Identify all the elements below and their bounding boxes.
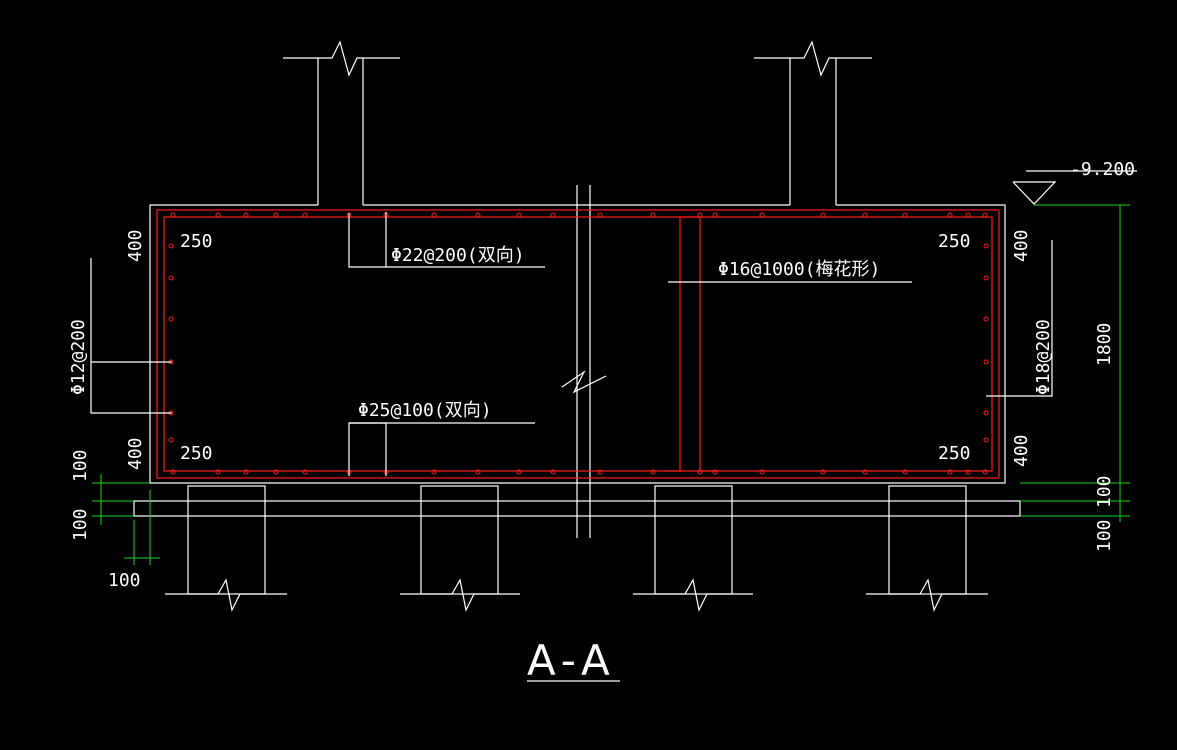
rebar-dot [273, 469, 279, 475]
rebar-dot [965, 212, 971, 218]
rebar-dot [597, 469, 603, 475]
rebar-dot [215, 469, 221, 475]
rebar-dot [947, 212, 953, 218]
rebar-dot [475, 469, 481, 475]
upper-column-right [754, 40, 872, 205]
rebar-dot [983, 359, 989, 365]
leaders [90, 170, 1137, 476]
rebar-dot [965, 469, 971, 475]
rebar-dot [820, 469, 826, 475]
rebar-dot [550, 469, 556, 475]
label-left-side-rebar: Φ12@200 [68, 319, 89, 395]
dim-right-100-a: 100 [1094, 475, 1115, 508]
cushion-layer [133, 500, 1021, 517]
rebar-dot [983, 316, 989, 322]
label-top-rebar: Φ22@200(双向) [391, 245, 525, 266]
dim-bottom-right-250: 250 [938, 443, 971, 464]
rebar-dot [168, 437, 174, 443]
label-bottom-rebar: Φ25@100(双向) [358, 400, 492, 421]
dim-bottom-left-400: 400 [125, 437, 146, 470]
rebar-dot [431, 212, 437, 218]
dim-left-100-b: 100 [70, 508, 91, 541]
rebar-dot [431, 469, 437, 475]
rebar-dot [550, 212, 556, 218]
pile-4 [866, 485, 988, 612]
rebar-dot [650, 212, 656, 218]
rebar-dot [902, 469, 908, 475]
section-title: A-A [527, 636, 616, 685]
rebar-dot [820, 212, 826, 218]
rebar-dot [862, 212, 868, 218]
rebar-dot [983, 410, 989, 416]
rebar-dot [475, 212, 481, 218]
rebar-dot [712, 212, 718, 218]
rebar-dot [302, 469, 308, 475]
dim-height-1800: 1800 [1094, 323, 1115, 366]
dim-left-100-c: 100 [108, 570, 141, 591]
rebar-dot [170, 469, 176, 475]
rebar-dot [516, 212, 522, 218]
rebar-dot [983, 437, 989, 443]
dim-bottom-left-250: 250 [180, 443, 213, 464]
dim-top-right-250: 250 [938, 231, 971, 252]
piles [165, 485, 988, 612]
rebar-dot [597, 212, 603, 218]
upper-column-left [283, 40, 400, 205]
label-tie-rebar: Φ16@1000(梅花形) [718, 259, 880, 280]
rebar-dot [697, 212, 703, 218]
rebar-dot [168, 243, 174, 249]
pile-1 [165, 485, 287, 612]
dim-left-100-a: 100 [70, 449, 91, 482]
rebar-dot [516, 469, 522, 475]
rebar-dot [273, 212, 279, 218]
pile-3 [633, 485, 753, 612]
rebar-dot [697, 469, 703, 475]
rebar-dot [983, 243, 989, 249]
rebar-dot [168, 316, 174, 322]
rebar-dots [168, 212, 989, 475]
rebar-dot [170, 212, 176, 218]
rebar-cage [156, 209, 1000, 479]
rebar-dot [650, 469, 656, 475]
dim-top-left-400: 400 [125, 229, 146, 262]
dimension-lines [92, 204, 1130, 565]
dim-right-100-b: 100 [1094, 519, 1115, 552]
dim-bottom-right-400: 400 [1011, 434, 1032, 467]
rebar-dot [302, 212, 308, 218]
rebar-dot [243, 212, 249, 218]
rebar-dot [982, 212, 988, 218]
dim-top-right-400: 400 [1011, 229, 1032, 262]
label-elevation: -9.200 [1070, 159, 1135, 180]
rebar-dot [982, 469, 988, 475]
break-line [561, 185, 607, 538]
rebar-dot [983, 275, 989, 281]
rebar-dot [215, 212, 221, 218]
rebar-dot [759, 469, 765, 475]
pile-2 [400, 485, 520, 612]
rebar-dot [712, 469, 718, 475]
label-right-side-rebar: Φ18@200 [1033, 319, 1054, 395]
rebar-dot [243, 469, 249, 475]
rebar-dot [902, 212, 908, 218]
rebar-dot [947, 469, 953, 475]
dim-top-left-250: 250 [180, 231, 213, 252]
rebar-dot [168, 275, 174, 281]
rebar-dot [759, 212, 765, 218]
rebar-dot [862, 469, 868, 475]
